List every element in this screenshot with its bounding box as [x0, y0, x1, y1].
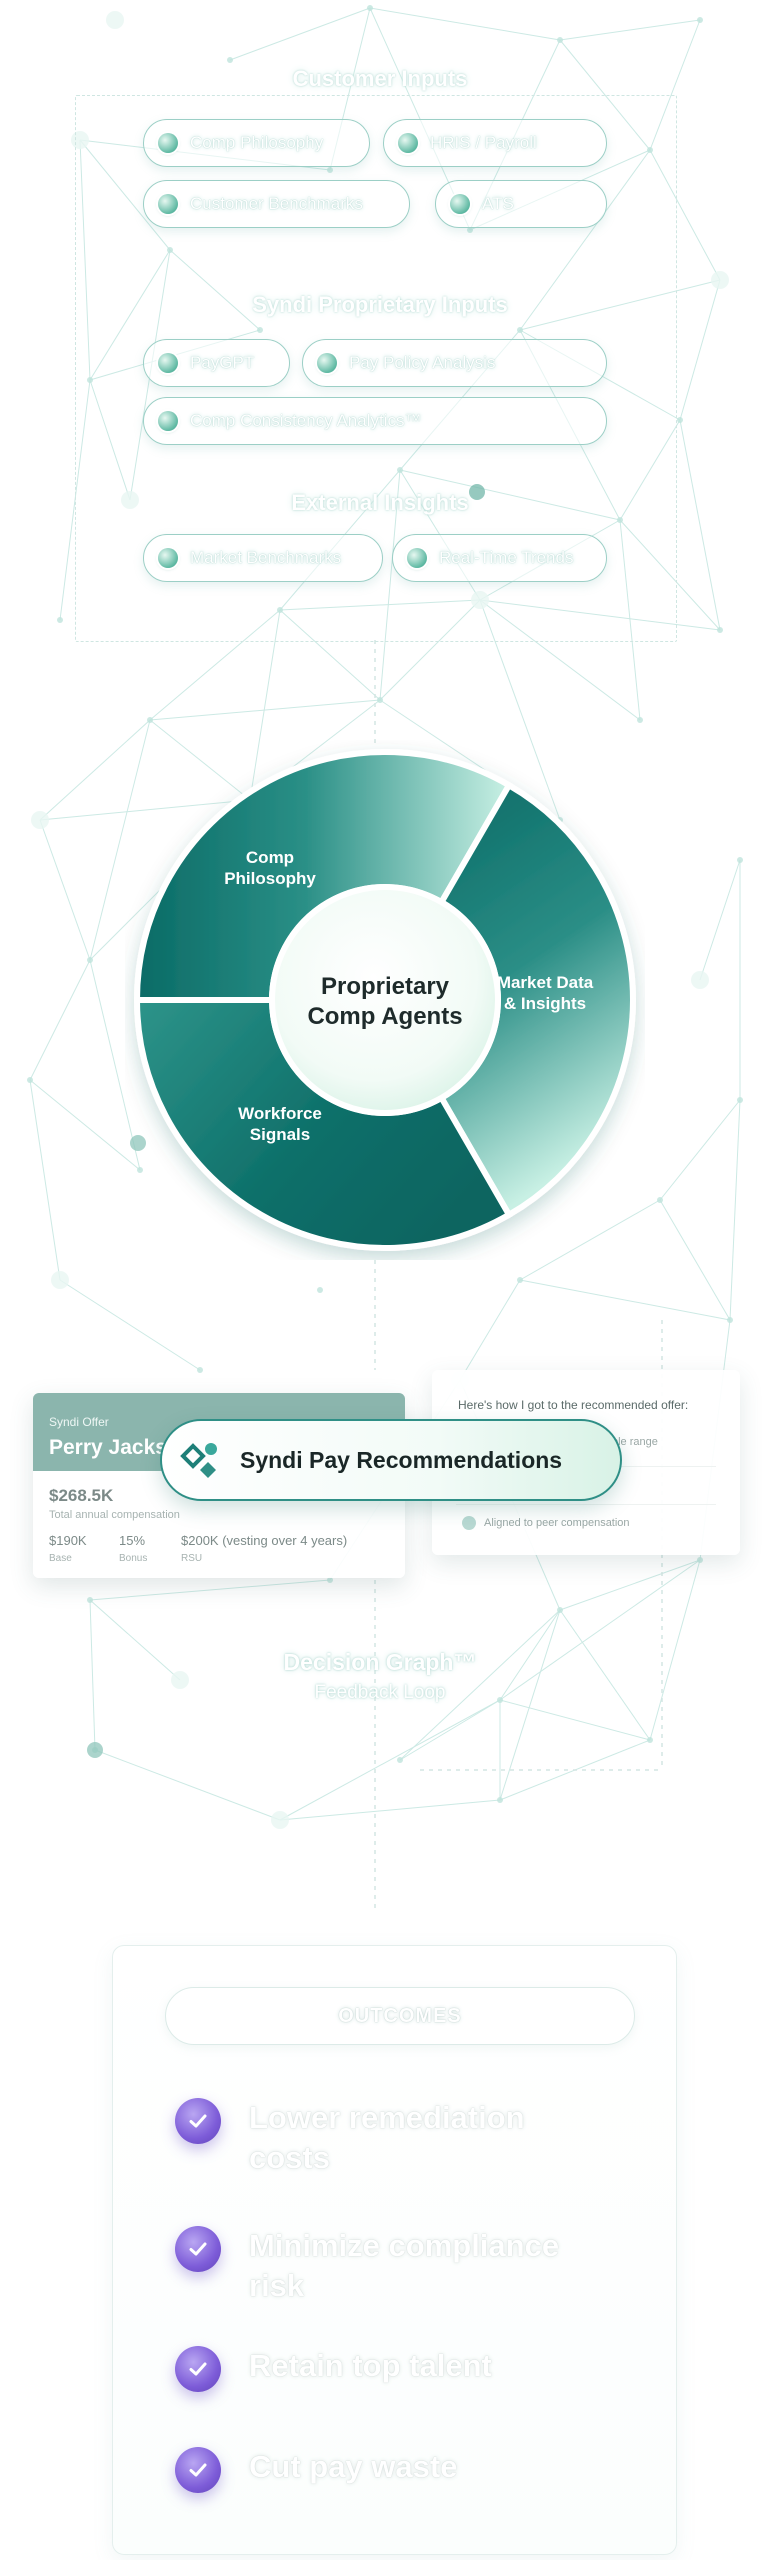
- syndi-pay-recommendations-pill: Syndi Pay Recommendations: [160, 1419, 622, 1501]
- leaf-icon: [398, 133, 418, 153]
- leaf-icon: [158, 133, 178, 153]
- outcome-text: Retain top talent: [249, 2348, 492, 2383]
- proprietary-inputs-title: Syndi Proprietary Inputs: [252, 292, 508, 317]
- comp-agents-donut: Proprietary Comp Agents Comp Philosophy …: [133, 749, 636, 1251]
- leaf-icon: [158, 194, 178, 214]
- segment-comp-philosophy-line2: Philosophy: [224, 869, 316, 888]
- reasoning-divider: [456, 1504, 716, 1505]
- outcome-item: Retain top talent: [175, 2346, 579, 2392]
- checkmark-icon: [175, 2346, 221, 2392]
- inputs-frame: [75, 95, 677, 642]
- pill-label: Market Benchmarks: [190, 548, 342, 567]
- check-circle-icon: [462, 1516, 476, 1530]
- checkmark-icon: [175, 2226, 221, 2272]
- outcomes-header: OUTCOMES: [165, 1987, 635, 2045]
- offer-rsu-label: RSU: [181, 1553, 203, 1564]
- pill-label: Customer Benchmarks: [190, 194, 363, 213]
- input-pill-ats: ATS: [435, 180, 607, 228]
- leaf-icon: [450, 194, 470, 214]
- decision-graph-title: Decision Graph™: [283, 1649, 477, 1675]
- recommendations-label: Syndi Pay Recommendations: [240, 1446, 563, 1473]
- donut-center-line1: Proprietary: [321, 973, 450, 1000]
- customer-inputs-title: Customer Inputs: [292, 66, 468, 91]
- segment-market-data-line2: & Insights: [504, 994, 586, 1013]
- outcome-text: Minimize compliance risk: [249, 2228, 560, 2303]
- offer-candidate-name: Perry Jackson: [49, 1436, 193, 1459]
- offer-base-value: $190K: [49, 1533, 87, 1548]
- pill-label: PayGPT: [190, 353, 255, 372]
- checkmark-icon: [175, 2098, 221, 2144]
- offer-bonus-label: Bonus: [119, 1553, 148, 1564]
- input-pill-market-benchmarks: Market Benchmarks: [143, 534, 383, 582]
- offer-total-label: Total annual compensation: [49, 1509, 180, 1521]
- input-pill-hris-payroll: HRIS / Payroll: [383, 119, 607, 167]
- input-pill-paygpt: PayGPT: [143, 339, 290, 387]
- input-pill-real-time-trends: Real-Time Trends: [392, 534, 607, 582]
- pill-label: HRIS / Payroll: [430, 133, 537, 152]
- leaf-icon: [158, 353, 178, 373]
- offer-card-label: Syndi Offer: [49, 1415, 109, 1429]
- pill-label: ATS: [482, 194, 514, 213]
- segment-workforce-line1: Workforce: [238, 1104, 322, 1123]
- segment-comp-philosophy-line1: Comp: [246, 848, 294, 867]
- donut-center: [269, 884, 501, 1116]
- input-pill-customer-benchmarks: Customer Benchmarks: [143, 180, 410, 228]
- external-insights-title: External Insights: [291, 490, 469, 515]
- segment-workforce-line2: Signals: [250, 1125, 310, 1144]
- input-pill-pay-policy-analysis: Pay Policy Analysis: [302, 339, 607, 387]
- reasoning-line-3: Aligned to peer compensation: [484, 1517, 630, 1529]
- pill-label: Pay Policy Analysis: [349, 353, 496, 372]
- outcomes-title: OUTCOMES: [338, 2004, 462, 2027]
- pill-label: Comp Consistency Analytics™: [190, 411, 422, 430]
- checkmark-icon: [175, 2447, 221, 2493]
- outcome-item: Minimize compliance risk: [175, 2226, 579, 2306]
- leaf-icon: [407, 548, 427, 568]
- leaf-icon: [317, 353, 337, 373]
- outcome-text: Cut pay waste: [249, 2449, 458, 2484]
- input-pill-comp-consistency-analytics: Comp Consistency Analytics™: [143, 397, 607, 445]
- offer-base-label: Base: [49, 1553, 72, 1564]
- reasoning-title: Here's how I got to the recommended offe…: [458, 1398, 689, 1412]
- leaf-icon: [158, 411, 178, 431]
- pill-label: Comp Philosophy: [190, 133, 324, 152]
- leaf-icon: [158, 548, 178, 568]
- input-pill-comp-philosophy: Comp Philosophy: [143, 119, 370, 167]
- feedback-loop-subtitle: Feedback Loop: [314, 1682, 446, 1703]
- outcome-item: Lower remediation costs: [175, 2098, 579, 2178]
- offer-total-value: $268.5K: [49, 1486, 114, 1505]
- donut-center-line2: Comp Agents: [307, 1003, 462, 1030]
- outcome-text: Lower remediation costs: [249, 2100, 525, 2175]
- offer-rsu-value: $200K (vesting over 4 years): [181, 1533, 348, 1548]
- outcome-item: Cut pay waste: [175, 2447, 579, 2493]
- segment-market-data-line1: Market Data: [497, 973, 594, 992]
- pill-label: Real-Time Trends: [439, 548, 574, 567]
- syndi-logo-icon: [180, 1443, 217, 1478]
- offer-bonus-value: 15%: [119, 1533, 146, 1548]
